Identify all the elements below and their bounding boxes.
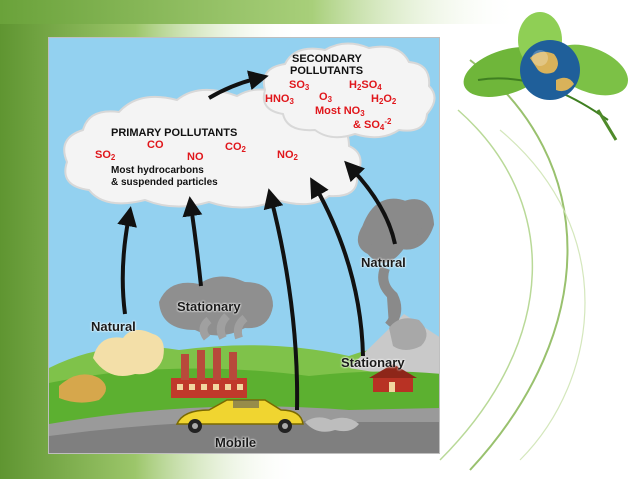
- label-natural-left: Natural: [91, 320, 136, 333]
- primary-title: PRIMARY POLLUTANTS: [111, 128, 237, 139]
- stationary-smoke-right: [389, 318, 427, 350]
- natural-dust-cloud: [93, 330, 164, 376]
- house-door: [389, 382, 395, 392]
- factory-chimney-2: [197, 350, 205, 380]
- top-green-band: [0, 0, 520, 24]
- formula-so3: SO3: [289, 80, 309, 92]
- factory-chimney-4: [229, 352, 237, 380]
- secondary-title-line1: SECONDARY: [292, 54, 362, 65]
- formula-no2: NO2: [277, 150, 298, 162]
- formula-o3: O3: [319, 92, 332, 104]
- formula-h2so4: H2SO4: [349, 80, 382, 92]
- label-stationary-left: Stationary: [177, 300, 241, 313]
- formula-most-no3: Most NO3: [315, 106, 365, 118]
- globe-shine: [532, 50, 548, 66]
- factory-chimney-1: [181, 354, 189, 380]
- formula-co: CO: [147, 140, 164, 151]
- arrow-stationary-left: [191, 206, 201, 286]
- factory-chimney-3: [213, 348, 221, 380]
- label-natural-right: Natural: [361, 256, 406, 269]
- leaf-stem: [598, 110, 616, 140]
- primary-desc-line1: Most hydrocarbons: [111, 166, 204, 176]
- secondary-title-line2: POLLUTANTS: [290, 66, 363, 77]
- primary-desc-line2: & suspended particles: [111, 178, 218, 188]
- formula-so2: SO2: [95, 150, 115, 162]
- formula-h2o2: H2O2: [371, 94, 396, 106]
- arrow-natural-left: [123, 216, 129, 314]
- formula-hno3: HNO3: [265, 94, 294, 106]
- label-mobile: Mobile: [215, 436, 256, 449]
- label-stationary-right: Stationary: [341, 356, 405, 369]
- arrow-stationary-right: [315, 186, 363, 356]
- formula-co2: CO2: [225, 142, 246, 154]
- formula-so4: & SO4-2: [353, 118, 391, 132]
- formula-no: NO: [187, 152, 204, 163]
- air-pollution-diagram: SECONDARY POLLUTANTS SO3 H2SO4 HNO3 O3 H…: [48, 37, 440, 454]
- leaf-globe-logo: [458, 10, 638, 150]
